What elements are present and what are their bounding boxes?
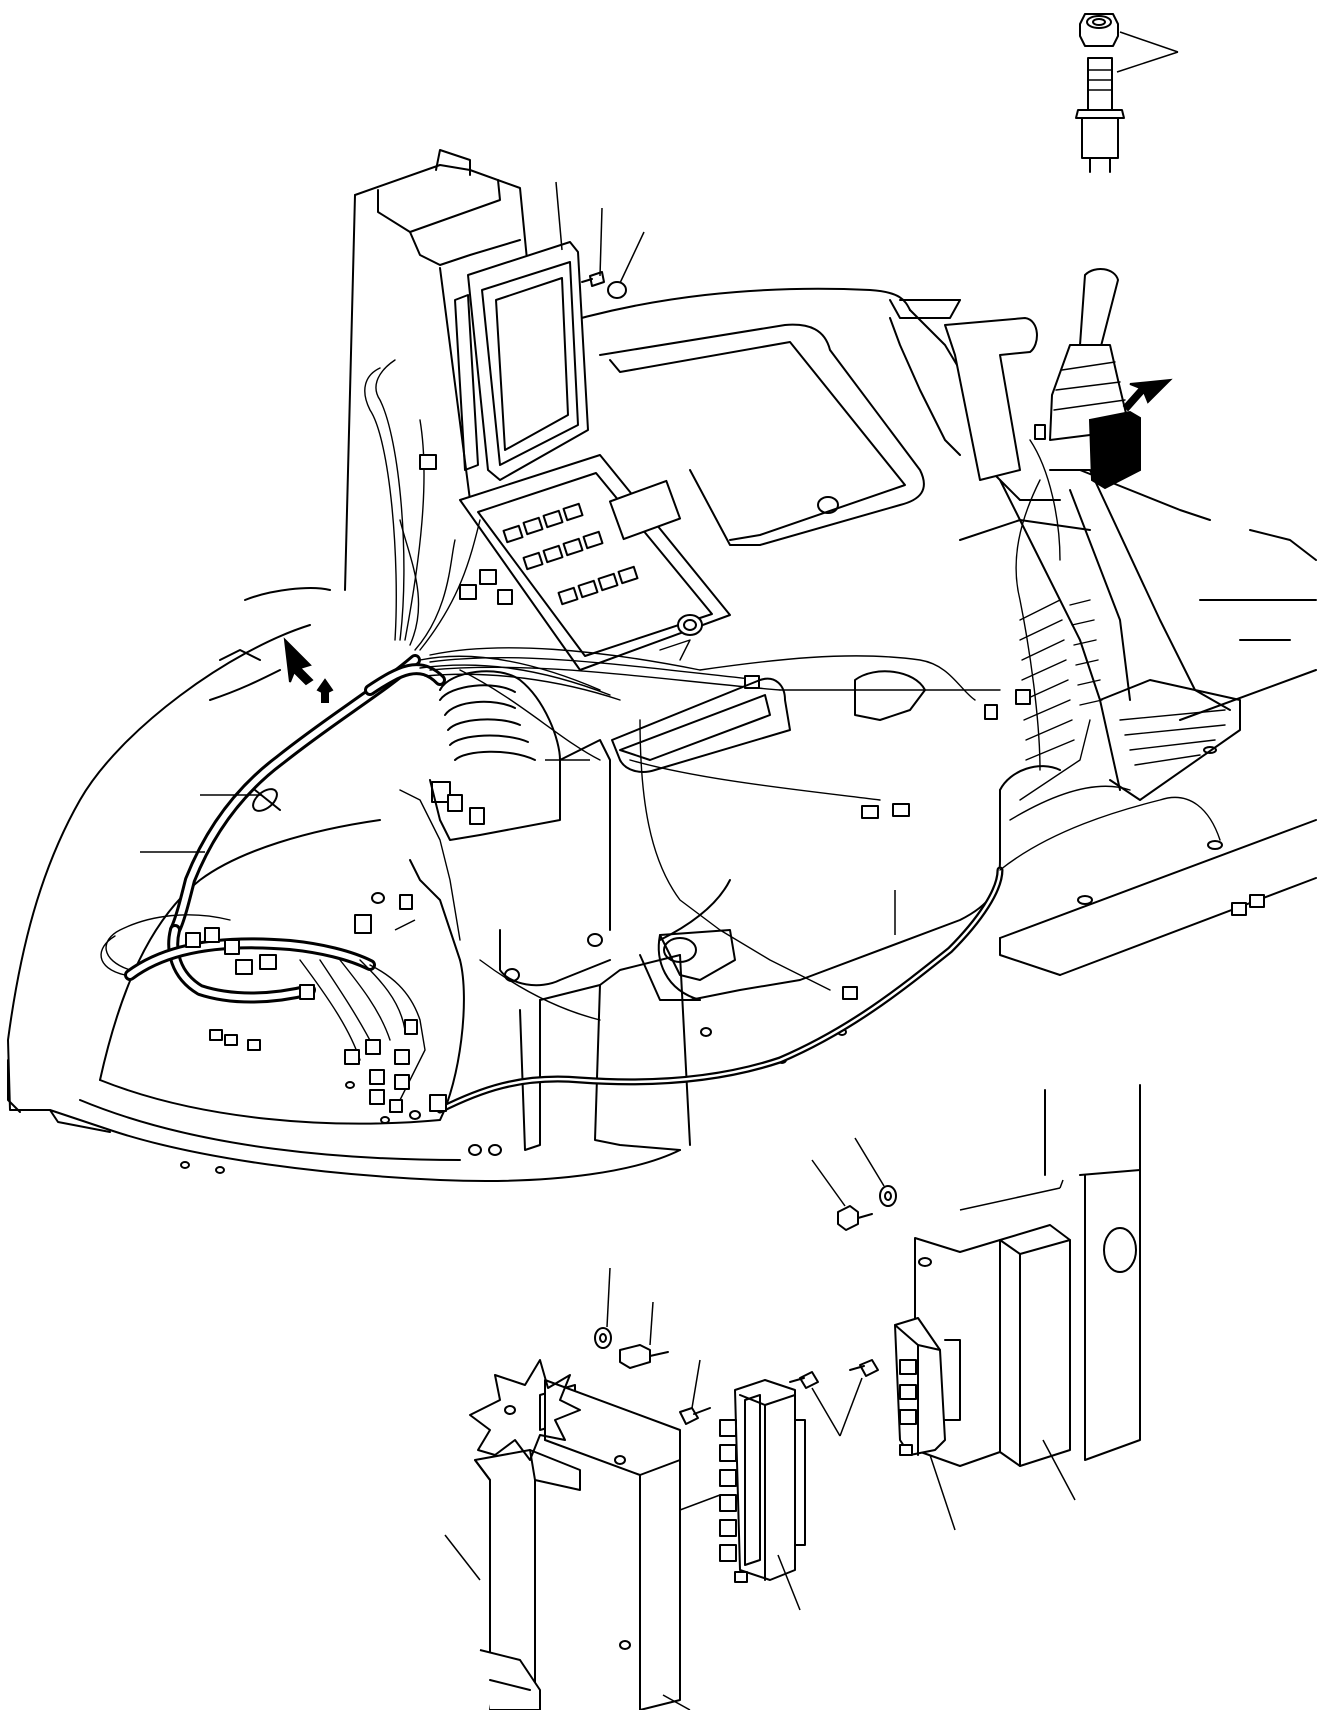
harness-clamp-icon (252, 788, 281, 812)
connectors (185, 424, 1265, 1124)
wiring-harness-icon (100, 359, 1221, 1114)
fuse-holder-icon (719, 1379, 806, 1583)
bolt-icon (789, 1371, 841, 1437)
lever-boot (429, 670, 611, 987)
joystick-lever-icon (889, 268, 1241, 801)
mounting-surface (469, 1359, 581, 1461)
bolt-icon (811, 1159, 873, 1231)
bolt-icon (619, 1301, 669, 1369)
switch-panel-icon (459, 454, 731, 671)
center-tray (611, 670, 926, 1001)
relay-block-icon (894, 1317, 961, 1456)
vent-louvers (1019, 599, 1103, 761)
monitor-panel-icon (454, 241, 589, 481)
washer-icon (607, 231, 645, 299)
bolt-icon (839, 1359, 879, 1437)
washer-icon (594, 1267, 612, 1349)
washer-icon (854, 1137, 897, 1207)
operator-console-icon (7, 149, 1317, 1182)
bolt-icon (679, 1359, 711, 1425)
arrow-icon (283, 637, 334, 703)
arrow-icon (1122, 378, 1173, 412)
leader-lines (140, 759, 1076, 1710)
knob-nut-bushing-icon (1075, 13, 1179, 173)
bolt-icon (581, 207, 605, 287)
controller-box-icon (1088, 410, 1141, 490)
fuse-box-cover-icon (474, 1379, 681, 1710)
switch-grid (502, 502, 639, 606)
